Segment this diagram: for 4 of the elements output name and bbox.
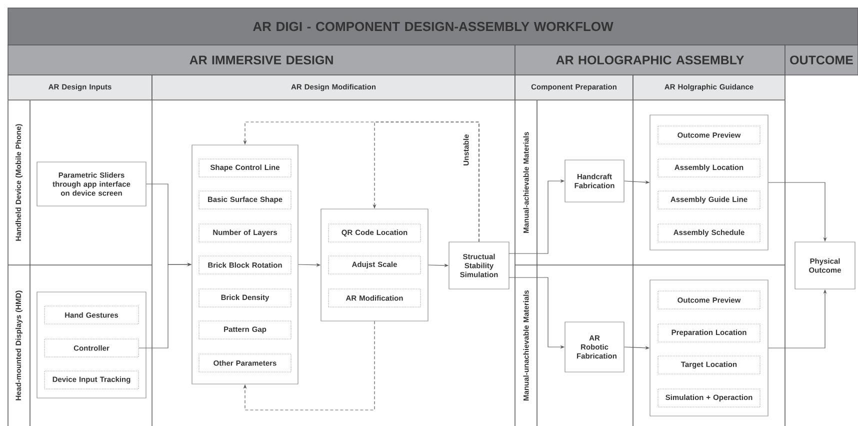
section-header: OUTCOME	[784, 44, 858, 76]
section-header: AR IMMERSIVE DESIGN	[8, 44, 516, 76]
arrow	[243, 321, 375, 410]
title-bar: AR DIGI - COMPONENT DESIGN-ASSEMBLY WORKFLOW	[8, 8, 858, 46]
